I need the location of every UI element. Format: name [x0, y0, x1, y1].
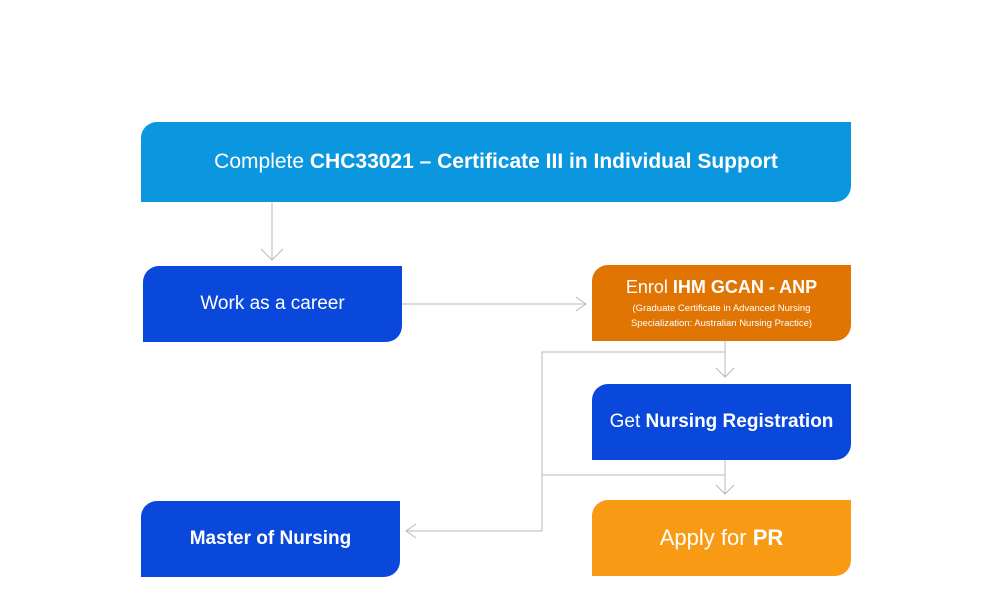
step-registration-label: Get Nursing Registration	[610, 411, 834, 433]
step-registration-prefix: Get	[609, 411, 646, 432]
step-enrol: Enrol IHM GCAN - ANP (Graduate Certifica…	[592, 265, 851, 341]
step-certificate-bold: CHC33021 – Certificate III in Individual…	[309, 150, 778, 173]
arrow-to-master	[406, 351, 725, 532]
step-pr-label: Apply for PR	[660, 525, 784, 551]
step-enrol-bold: IHM GCAN - ANP	[672, 276, 818, 297]
step-work-label: Work as a career	[200, 293, 345, 314]
step-pr-prefix: Apply for	[659, 525, 753, 550]
arrow-head	[260, 248, 284, 261]
step-work: Work as a career	[143, 266, 402, 342]
step-certificate: Complete CHC33021 – Certificate III in I…	[141, 122, 851, 202]
step-enrol-label: Enrol IHM GCAN - ANP	[626, 276, 817, 298]
step-registration-bold: Nursing Registration	[645, 411, 834, 432]
step-master-label: Master of Nursing	[189, 528, 352, 549]
step-certificate-prefix: Complete	[214, 150, 310, 173]
step-pr: Apply for PR	[592, 500, 851, 576]
step-certificate-label: Complete CHC33021 – Certificate III in I…	[214, 150, 778, 174]
step-enrol-prefix: Enrol	[625, 276, 673, 297]
arrow-head	[715, 484, 735, 495]
step-registration: Get Nursing Registration	[592, 384, 851, 460]
step-pr-bold: PR	[752, 525, 784, 550]
step-master: Master of Nursing	[141, 501, 400, 577]
arrow-head	[405, 523, 417, 539]
arrow-head	[715, 367, 735, 378]
arrow-head	[575, 296, 587, 312]
step-enrol-subtitle: (Graduate Certificate in Advanced Nursin…	[630, 302, 813, 329]
